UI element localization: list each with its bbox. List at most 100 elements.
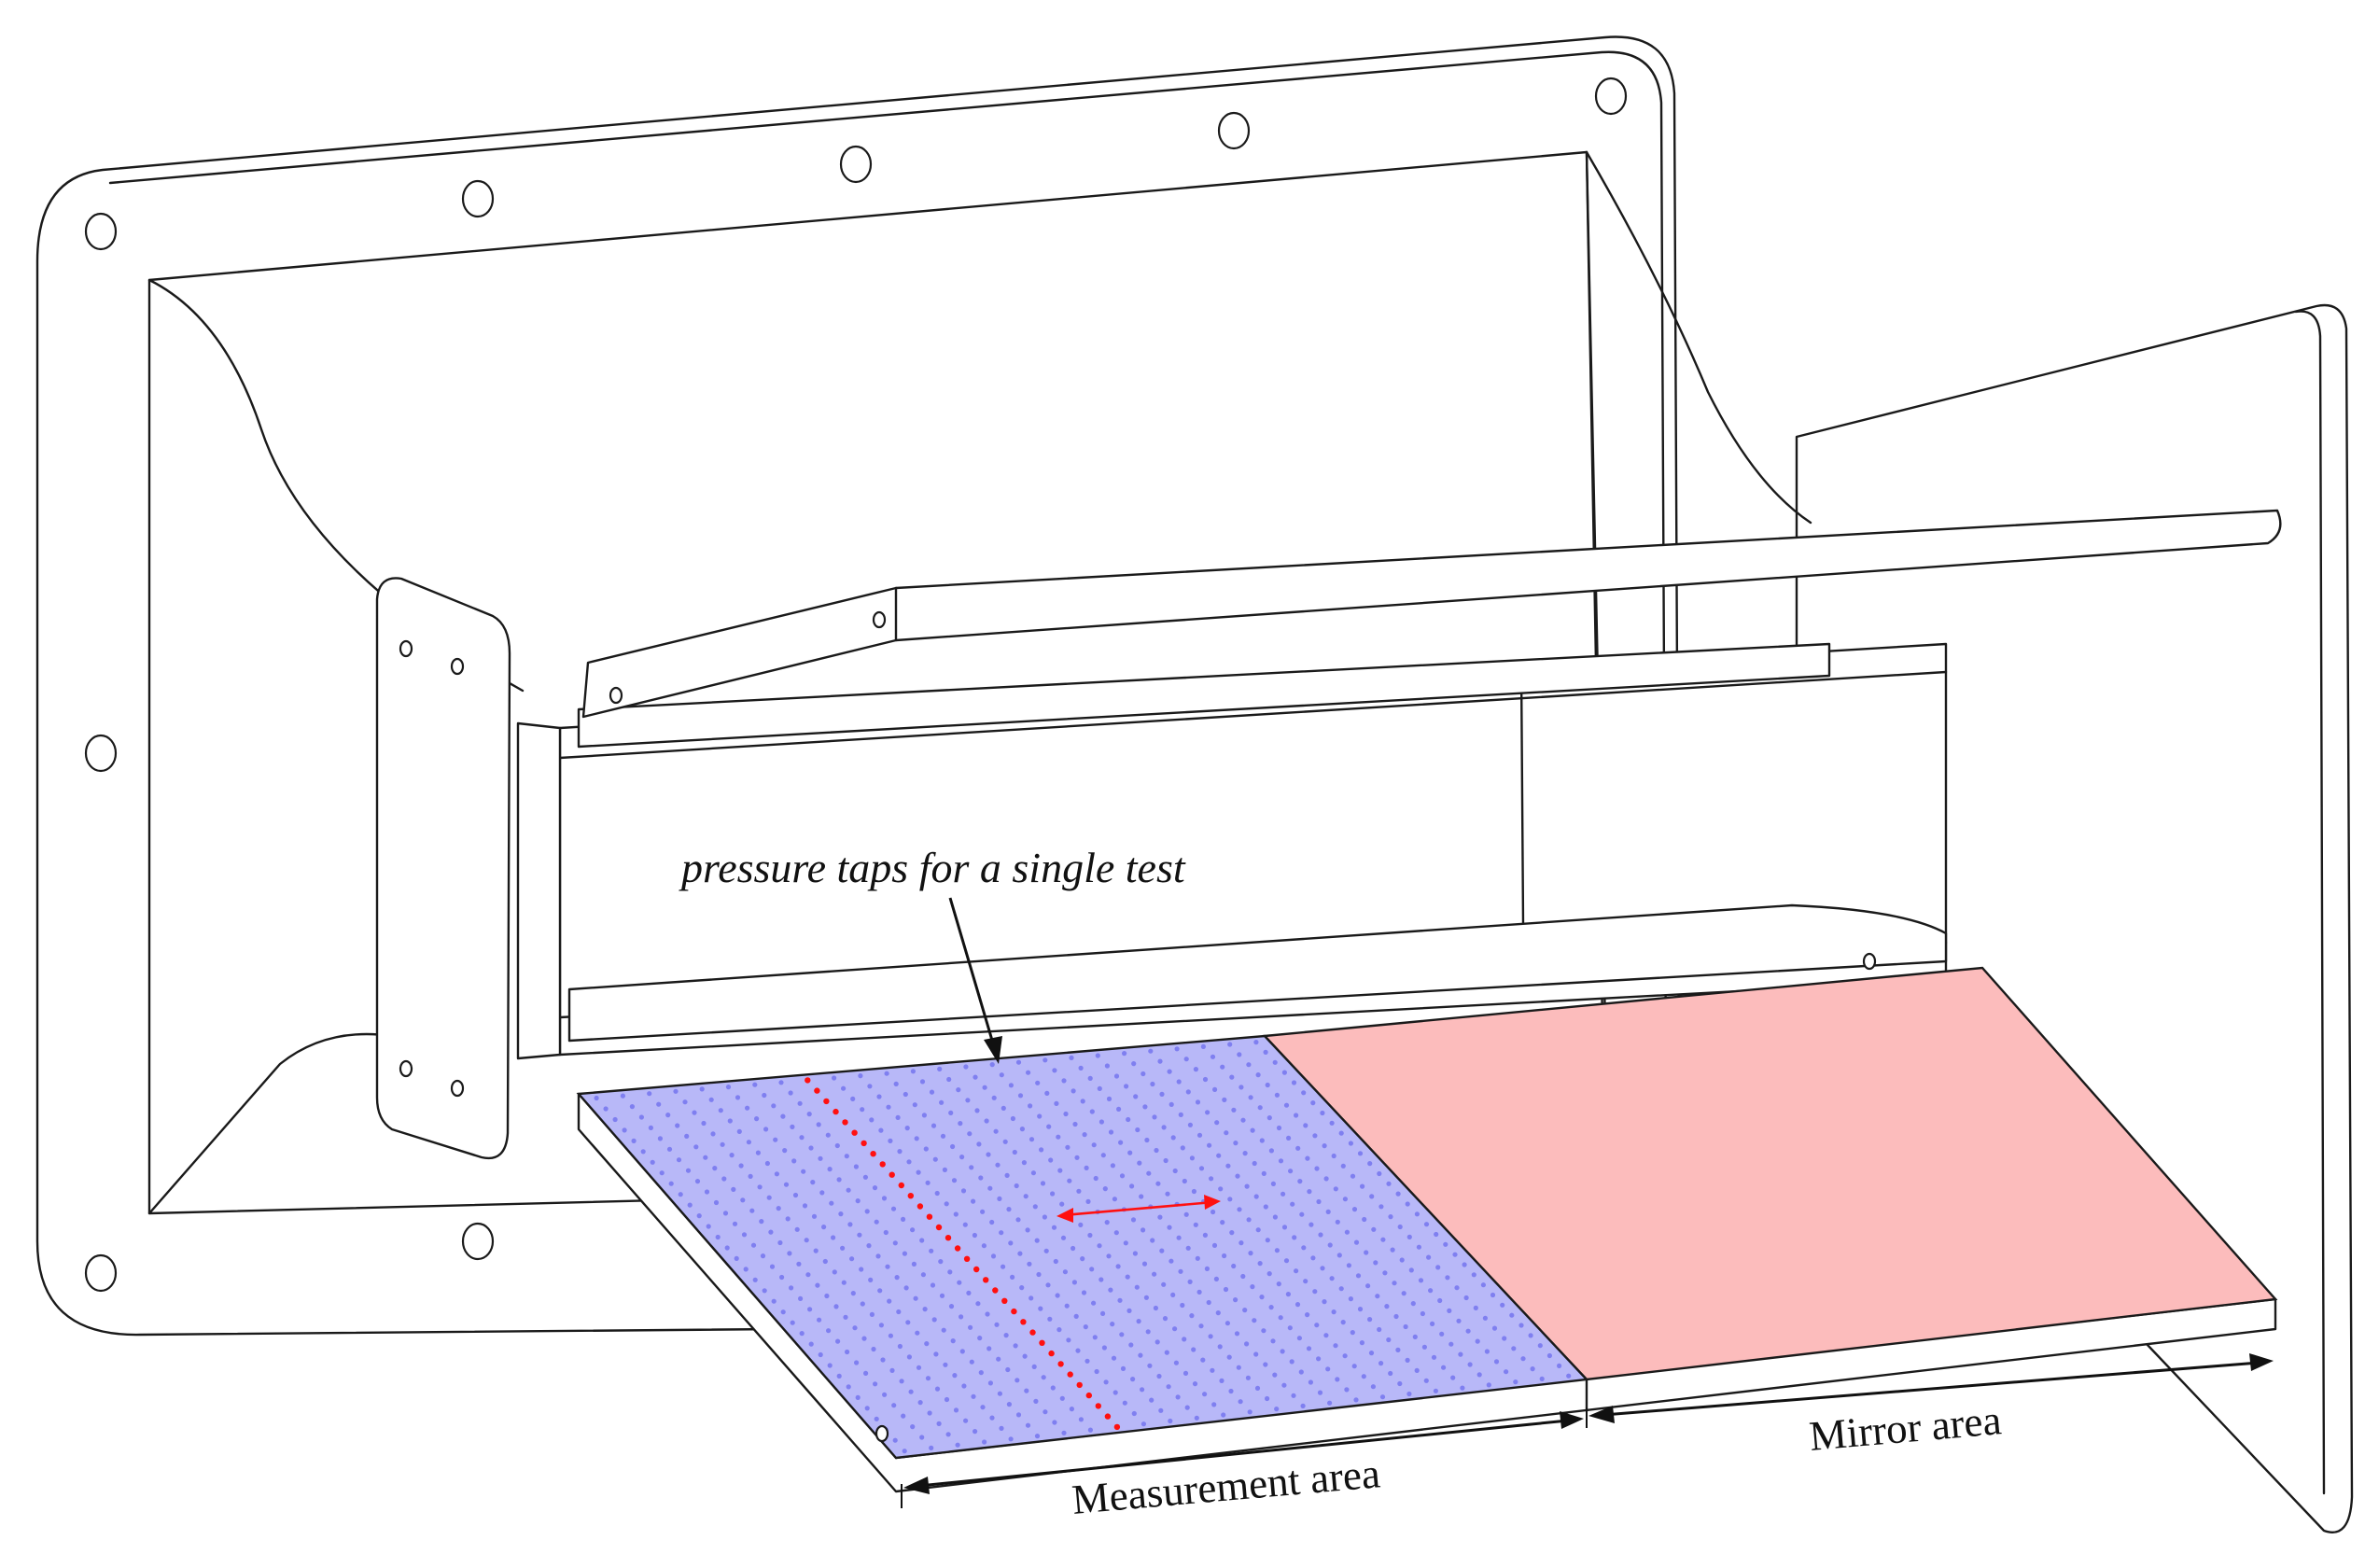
pressure-tap <box>612 1116 618 1123</box>
pressure-tap <box>1323 1176 1329 1182</box>
pressure-tap <box>1205 1110 1210 1115</box>
pressure-tap <box>1225 1163 1231 1169</box>
pressure-tap <box>791 1158 797 1164</box>
pressure-tap <box>1154 1147 1159 1154</box>
pressure-tap <box>1294 1268 1299 1274</box>
pressure-tap <box>1244 1341 1250 1347</box>
pressure-tap <box>1357 1151 1364 1156</box>
pressure-tap <box>759 1219 764 1225</box>
pressure-tap <box>973 1429 978 1435</box>
pressure-tap <box>771 1103 777 1109</box>
pressure-tap <box>1238 1085 1244 1090</box>
pressure-tap <box>1287 1325 1293 1331</box>
pressure-tap <box>687 1202 693 1208</box>
pressure-tap <box>1112 1197 1117 1202</box>
pressure-tap <box>1102 1186 1108 1192</box>
pressure-tap <box>887 1298 892 1304</box>
pressure-tap <box>1067 1178 1072 1183</box>
pressure-tap <box>1034 1238 1040 1243</box>
pressure-tap <box>1491 1325 1498 1331</box>
pressure-tap <box>971 1198 976 1204</box>
pressure-tap <box>1019 1285 1025 1291</box>
pressure-tap <box>1208 1334 1213 1339</box>
pressure-tap <box>894 1275 900 1281</box>
pressure-tap <box>799 1331 805 1337</box>
pressure-tap <box>1306 1346 1312 1351</box>
single-test-tap <box>992 1287 999 1294</box>
single-test-tap <box>1020 1319 1027 1325</box>
pressure-tap <box>989 1219 995 1225</box>
pressure-tap <box>1108 1129 1114 1135</box>
measurement-area <box>576 1034 1589 1460</box>
single-test-tap <box>973 1266 980 1273</box>
pressure-tap <box>1246 1062 1252 1068</box>
pressure-tap <box>1274 1092 1280 1098</box>
pressure-tap <box>1323 1333 1329 1338</box>
pressure-tap <box>1182 1337 1187 1342</box>
pressure-tap <box>1331 1153 1336 1159</box>
pressure-tap <box>1298 1369 1304 1375</box>
pressure-tap <box>1191 1347 1196 1352</box>
pressure-tap <box>950 1338 956 1344</box>
pressure-tap <box>1063 1111 1069 1117</box>
pressure-tap <box>1046 1124 1052 1129</box>
pressure-tap <box>1211 1242 1218 1248</box>
pressure-tap <box>1367 1161 1373 1167</box>
pressure-tap <box>859 1267 864 1272</box>
pressure-tap <box>1023 1194 1029 1199</box>
pressure-tap <box>1028 1103 1033 1109</box>
pressure-tap <box>796 1261 802 1267</box>
pressure-tap <box>1167 1225 1172 1230</box>
pressure-tap <box>1365 1283 1371 1289</box>
single-test-tap <box>861 1140 867 1147</box>
pressure-tap <box>1054 1100 1059 1106</box>
pressure-tap <box>1146 1170 1152 1176</box>
pressure-tap <box>826 1328 832 1334</box>
pressure-tap <box>844 1154 849 1159</box>
pressure-tap <box>1202 1392 1208 1397</box>
pressure-tap <box>1316 1356 1322 1362</box>
pressure-tap <box>1110 1322 1115 1327</box>
pressure-tap <box>799 1135 805 1141</box>
pressure-tap <box>1484 1349 1490 1354</box>
pressure-tap <box>1182 1178 1187 1184</box>
pressure-tap <box>1320 1266 1325 1271</box>
pressure-tap <box>1104 1220 1110 1225</box>
pressure-tap <box>1158 1407 1164 1413</box>
pressure-tap <box>1012 1149 1017 1155</box>
single-test-tap <box>814 1087 820 1094</box>
pressure-tap <box>678 1192 683 1197</box>
pressure-tap <box>978 1175 984 1181</box>
pressure-tap <box>1214 1120 1220 1126</box>
pressure-tap <box>1212 1086 1218 1092</box>
pressure-tap <box>1066 1337 1071 1343</box>
pressure-tap <box>1087 1075 1093 1081</box>
pressure-tap <box>923 1146 929 1152</box>
pressure-tap <box>910 1227 916 1233</box>
pressure-tap <box>846 1187 851 1193</box>
pressure-tap <box>1236 1365 1241 1370</box>
pressure-tap <box>1193 1067 1198 1072</box>
pressure-tap <box>1310 1100 1316 1106</box>
pressure-tap <box>736 1128 742 1134</box>
pressure-tap <box>966 1290 972 1295</box>
contraction-right-curve <box>1585 150 1812 525</box>
pressure-tap <box>1351 1364 1357 1369</box>
pressure-tap <box>1308 1222 1314 1227</box>
pressure-tap <box>808 1145 814 1151</box>
pressure-tap <box>1157 1214 1163 1220</box>
pressure-tap <box>704 1189 710 1195</box>
left-side-plate <box>375 577 511 1160</box>
pressure-tap <box>1335 1377 1340 1382</box>
pressure-tap <box>906 1354 913 1360</box>
pressure-tap <box>1322 1143 1327 1149</box>
pressure-tap <box>1227 1042 1233 1047</box>
pressure-tap <box>932 1156 938 1162</box>
pressure-tap <box>1172 1168 1178 1174</box>
pressure-tap <box>899 1379 904 1384</box>
pressure-tap <box>1161 1125 1167 1130</box>
pressure-tap <box>978 1370 984 1376</box>
pressure-tap <box>1122 1400 1127 1406</box>
pressure-tap <box>886 1104 891 1110</box>
